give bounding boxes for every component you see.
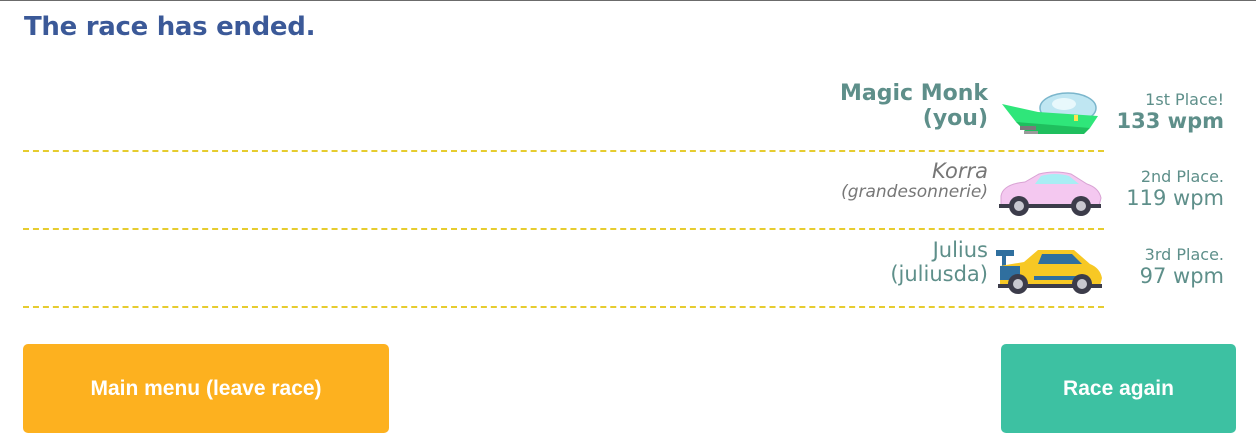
racer-3-name-block: Julius (juliusda) — [568, 238, 988, 286]
racer-1-username: (you) — [922, 106, 988, 132]
green-hover-ship-icon — [1002, 92, 1098, 134]
racer-2-name: Korra — [931, 159, 988, 183]
lane-2 — [23, 150, 1104, 230]
race-again-button[interactable]: Race again — [1001, 344, 1236, 433]
racer-2-username: (grandesonnerie) — [841, 182, 988, 203]
racer-3-result: 3rd Place. 97 wpm — [1110, 245, 1224, 289]
main-menu-button[interactable]: Main menu (leave race) — [23, 344, 389, 433]
pink-sports-car-icon — [999, 171, 1102, 216]
racer-1-wpm: 133 wpm — [1116, 109, 1224, 134]
page-title: The race has ended. — [24, 12, 316, 42]
racer-2-place: 2nd Place. — [1140, 167, 1224, 186]
racer-3-name: Julius — [932, 238, 988, 262]
racer-1-place: 1st Place! — [1145, 90, 1224, 109]
racer-3-place: 3rd Place. — [1144, 245, 1224, 264]
racer-1-result: 1st Place! 133 wpm — [1110, 90, 1224, 134]
yellow-race-car-icon — [996, 250, 1102, 294]
lane-3 — [23, 228, 1104, 308]
racer-1-name-block: Magic Monk (you) — [568, 81, 988, 132]
top-border — [0, 0, 1256, 1]
racer-3-wpm: 97 wpm — [1139, 264, 1224, 289]
racer-2-result: 2nd Place. 119 wpm — [1110, 167, 1224, 211]
racer-2-wpm: 119 wpm — [1126, 186, 1224, 211]
lane-1 — [23, 70, 1104, 152]
racer-2-name-block: Korra (grandesonnerie) — [568, 159, 988, 203]
racer-1-name: Magic Monk — [839, 81, 988, 106]
racer-3-username: (juliusda) — [890, 262, 988, 287]
